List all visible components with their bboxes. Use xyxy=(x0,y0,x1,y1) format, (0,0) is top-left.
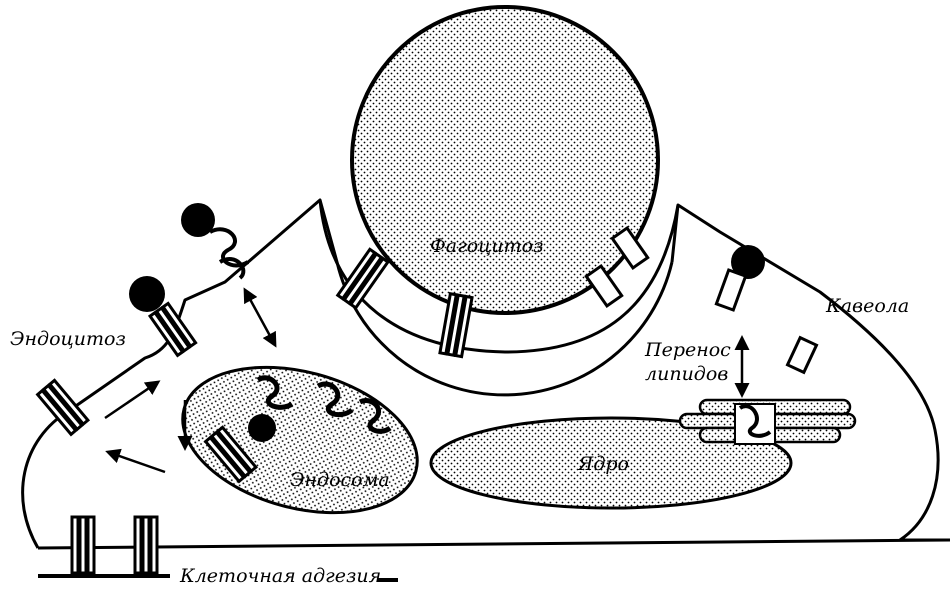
phagocytosis-receptor-bottom xyxy=(440,294,472,357)
membrane-receptor-top xyxy=(181,203,248,278)
label-endosome: Эндосома xyxy=(290,469,390,491)
cell-base-membrane xyxy=(38,540,950,548)
label-endocytosis: Эндоцитоз xyxy=(10,328,126,350)
ligand-ball-top xyxy=(181,203,215,237)
recycled-receptor xyxy=(38,380,88,434)
arrow-receptor-endosome xyxy=(245,290,275,345)
adhesion-receptors xyxy=(72,517,157,573)
label-nucleus: Ядро xyxy=(577,453,629,475)
phagocytosed-particle xyxy=(352,7,658,313)
endocytosis-receptor xyxy=(129,276,196,355)
ligand-ball xyxy=(129,276,165,312)
lipid-transfer-complex xyxy=(680,400,855,444)
arrow-recycle-left xyxy=(108,452,165,472)
label-cell-adhesion: Клеточная адгезия xyxy=(179,565,381,587)
label-lipid-transfer-2: липидов xyxy=(645,363,728,385)
caveola-structures xyxy=(716,245,816,372)
label-caveola: Кавеола xyxy=(825,295,909,317)
label-lipid-transfer-1: Перенос xyxy=(644,339,731,361)
arrow-endocytosis-up xyxy=(105,382,158,418)
label-phagocytosis: Фагоцитоз xyxy=(430,235,543,257)
